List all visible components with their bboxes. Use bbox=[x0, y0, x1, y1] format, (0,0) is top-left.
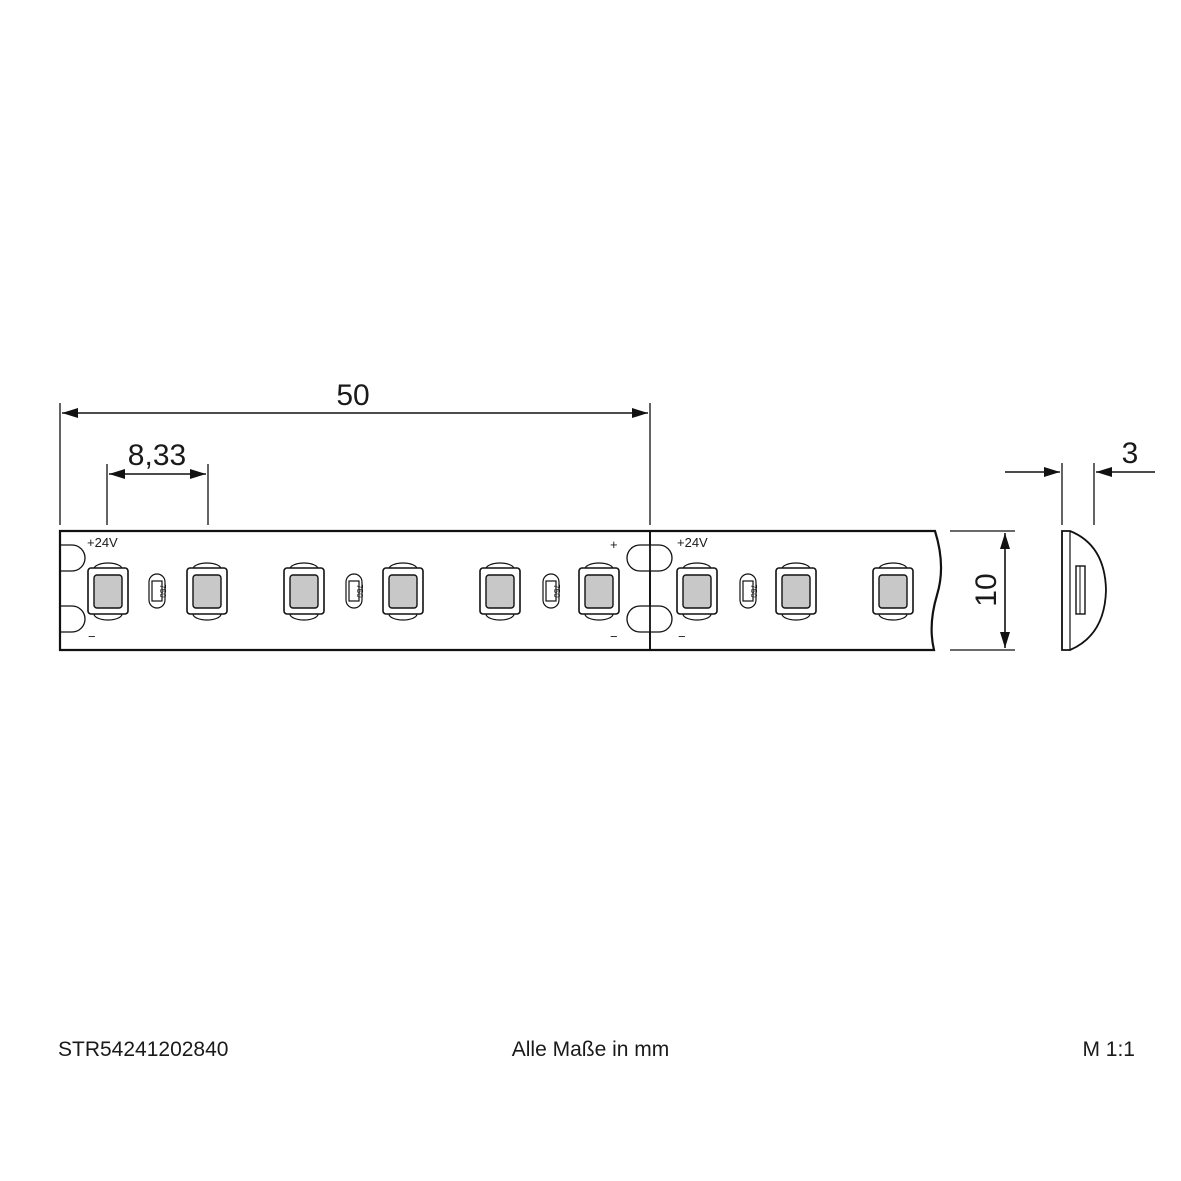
dimension-width: 10 bbox=[950, 530, 1015, 651]
resistor-group: 750 750 750 750 bbox=[148, 573, 758, 609]
dimension-led-pitch-label: 8,33 bbox=[128, 439, 186, 472]
dimension-width-label: 10 bbox=[970, 573, 1003, 606]
scale-label: M 1:1 bbox=[1082, 1038, 1135, 1061]
dimension-height: 3 bbox=[1005, 437, 1155, 525]
solder-pad-left-bottom bbox=[60, 605, 86, 633]
led-chip-icon bbox=[479, 562, 521, 621]
side-profile bbox=[1061, 530, 1107, 651]
solder-pad-left-top bbox=[60, 544, 86, 572]
led-chip-icon bbox=[382, 562, 424, 621]
units-note: Alle Maße in mm bbox=[511, 1038, 670, 1061]
dimension-led-pitch: 8,33 bbox=[106, 439, 209, 525]
led-group bbox=[87, 562, 914, 621]
resistor-icon: 750 bbox=[542, 573, 561, 609]
resistor-label: 750 bbox=[158, 584, 167, 598]
dimension-height-label: 3 bbox=[1122, 437, 1139, 470]
led-chip-icon bbox=[186, 562, 228, 621]
dimension-segment-length: 50 bbox=[59, 379, 651, 525]
led-chip-icon bbox=[578, 562, 620, 621]
led-chip-icon bbox=[676, 562, 718, 621]
resistor-icon: 750 bbox=[739, 573, 758, 609]
led-chip-icon bbox=[87, 562, 129, 621]
minus-label: − bbox=[610, 629, 618, 644]
supply-label: +24V bbox=[87, 535, 118, 550]
plus-label: + bbox=[610, 537, 618, 552]
resistor-label: 750 bbox=[355, 584, 364, 598]
dimension-segment-length-label: 50 bbox=[336, 379, 369, 412]
resistor-label: 750 bbox=[749, 584, 758, 598]
led-strip: +24V − + − +24V − 750 750 750 750 bbox=[58, 529, 943, 652]
article-number: STR54241202840 bbox=[58, 1038, 229, 1061]
led-chip-icon bbox=[775, 562, 817, 621]
minus-label: − bbox=[678, 629, 686, 644]
minus-label: − bbox=[88, 629, 96, 644]
resistor-icon: 750 bbox=[148, 573, 167, 609]
supply-label: +24V bbox=[677, 535, 708, 550]
led-chip-icon bbox=[283, 562, 325, 621]
resistor-icon: 750 bbox=[345, 573, 364, 609]
resistor-label: 750 bbox=[552, 584, 561, 598]
led-chip-icon bbox=[872, 562, 914, 621]
